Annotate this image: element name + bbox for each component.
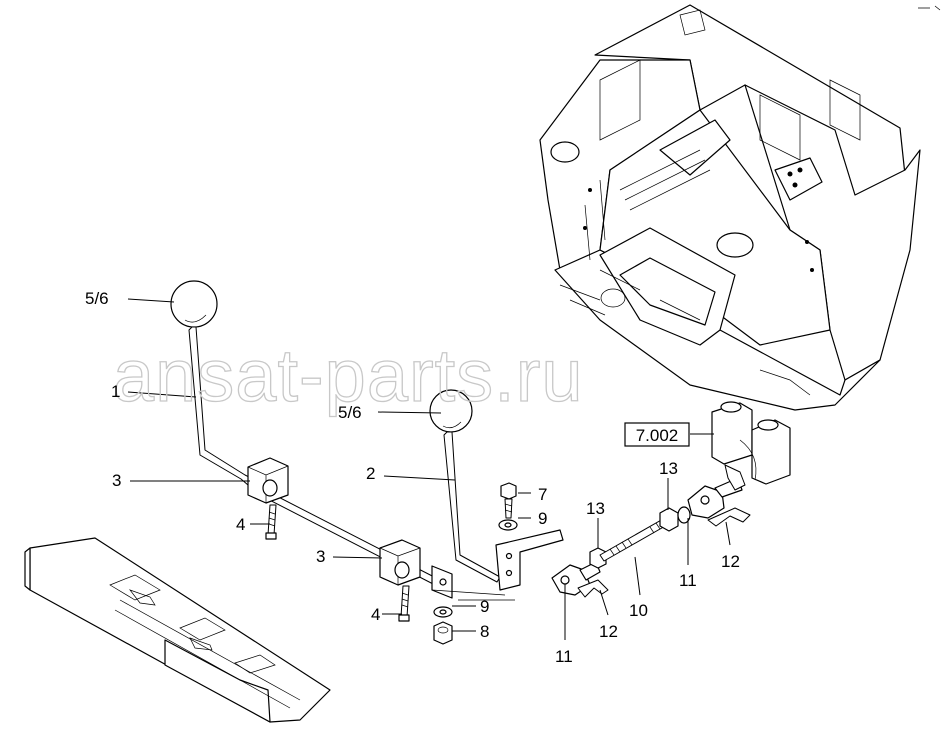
callout-11-upper: 11 bbox=[679, 571, 697, 590]
callout-13-upper: 13 bbox=[659, 459, 678, 478]
callout-4-upper: 4 bbox=[236, 515, 245, 534]
callout-12-upper: 12 bbox=[721, 552, 740, 571]
callout-1: 1 bbox=[111, 382, 120, 401]
floor-mat bbox=[24, 537, 331, 723]
callout-9-upper: 9 bbox=[538, 509, 547, 528]
callout-3-lower: 3 bbox=[316, 547, 325, 566]
nut-13-upper bbox=[659, 507, 679, 532]
lever-assembly-middle bbox=[429, 389, 564, 601]
callout-8: 8 bbox=[480, 622, 489, 641]
lever-assembly-left bbox=[170, 280, 453, 645]
callout-5-6-right: 5/6 bbox=[338, 403, 362, 422]
callout-10: 10 bbox=[629, 601, 648, 620]
linkage-right bbox=[551, 401, 791, 598]
bolt-4-lower bbox=[400, 585, 410, 618]
reference-box-label: 7.002 bbox=[636, 426, 679, 445]
callout-7: 7 bbox=[538, 485, 547, 504]
watermark-text: ansat-parts.ru bbox=[113, 334, 584, 417]
clip-12-upper bbox=[707, 507, 751, 527]
lever-bracket bbox=[495, 529, 564, 591]
lever-rod-2 bbox=[443, 431, 501, 583]
corner-mark bbox=[918, 5, 941, 11]
bolt-7 bbox=[500, 482, 517, 500]
callout-labels: 5/6 1 5/6 2 3 4 3 4 7 9 9 8 13 13 10 11 … bbox=[85, 289, 740, 666]
callout-9-lower: 9 bbox=[480, 597, 489, 616]
valve-block-right bbox=[751, 419, 791, 485]
callout-12-lower: 12 bbox=[599, 622, 618, 641]
callout-5-6-left: 5/6 bbox=[85, 289, 109, 308]
callout-11-lower: 11 bbox=[555, 647, 573, 666]
reference-box bbox=[624, 422, 690, 447]
lever-knob-left bbox=[170, 280, 218, 328]
callout-4-lower: 4 bbox=[371, 605, 380, 624]
callout-2: 2 bbox=[366, 464, 375, 483]
callout-13-lower: 13 bbox=[586, 499, 605, 518]
cab-frame bbox=[539, 4, 921, 411]
leader-lines bbox=[127, 298, 731, 640]
callout-3-upper: 3 bbox=[112, 471, 121, 490]
